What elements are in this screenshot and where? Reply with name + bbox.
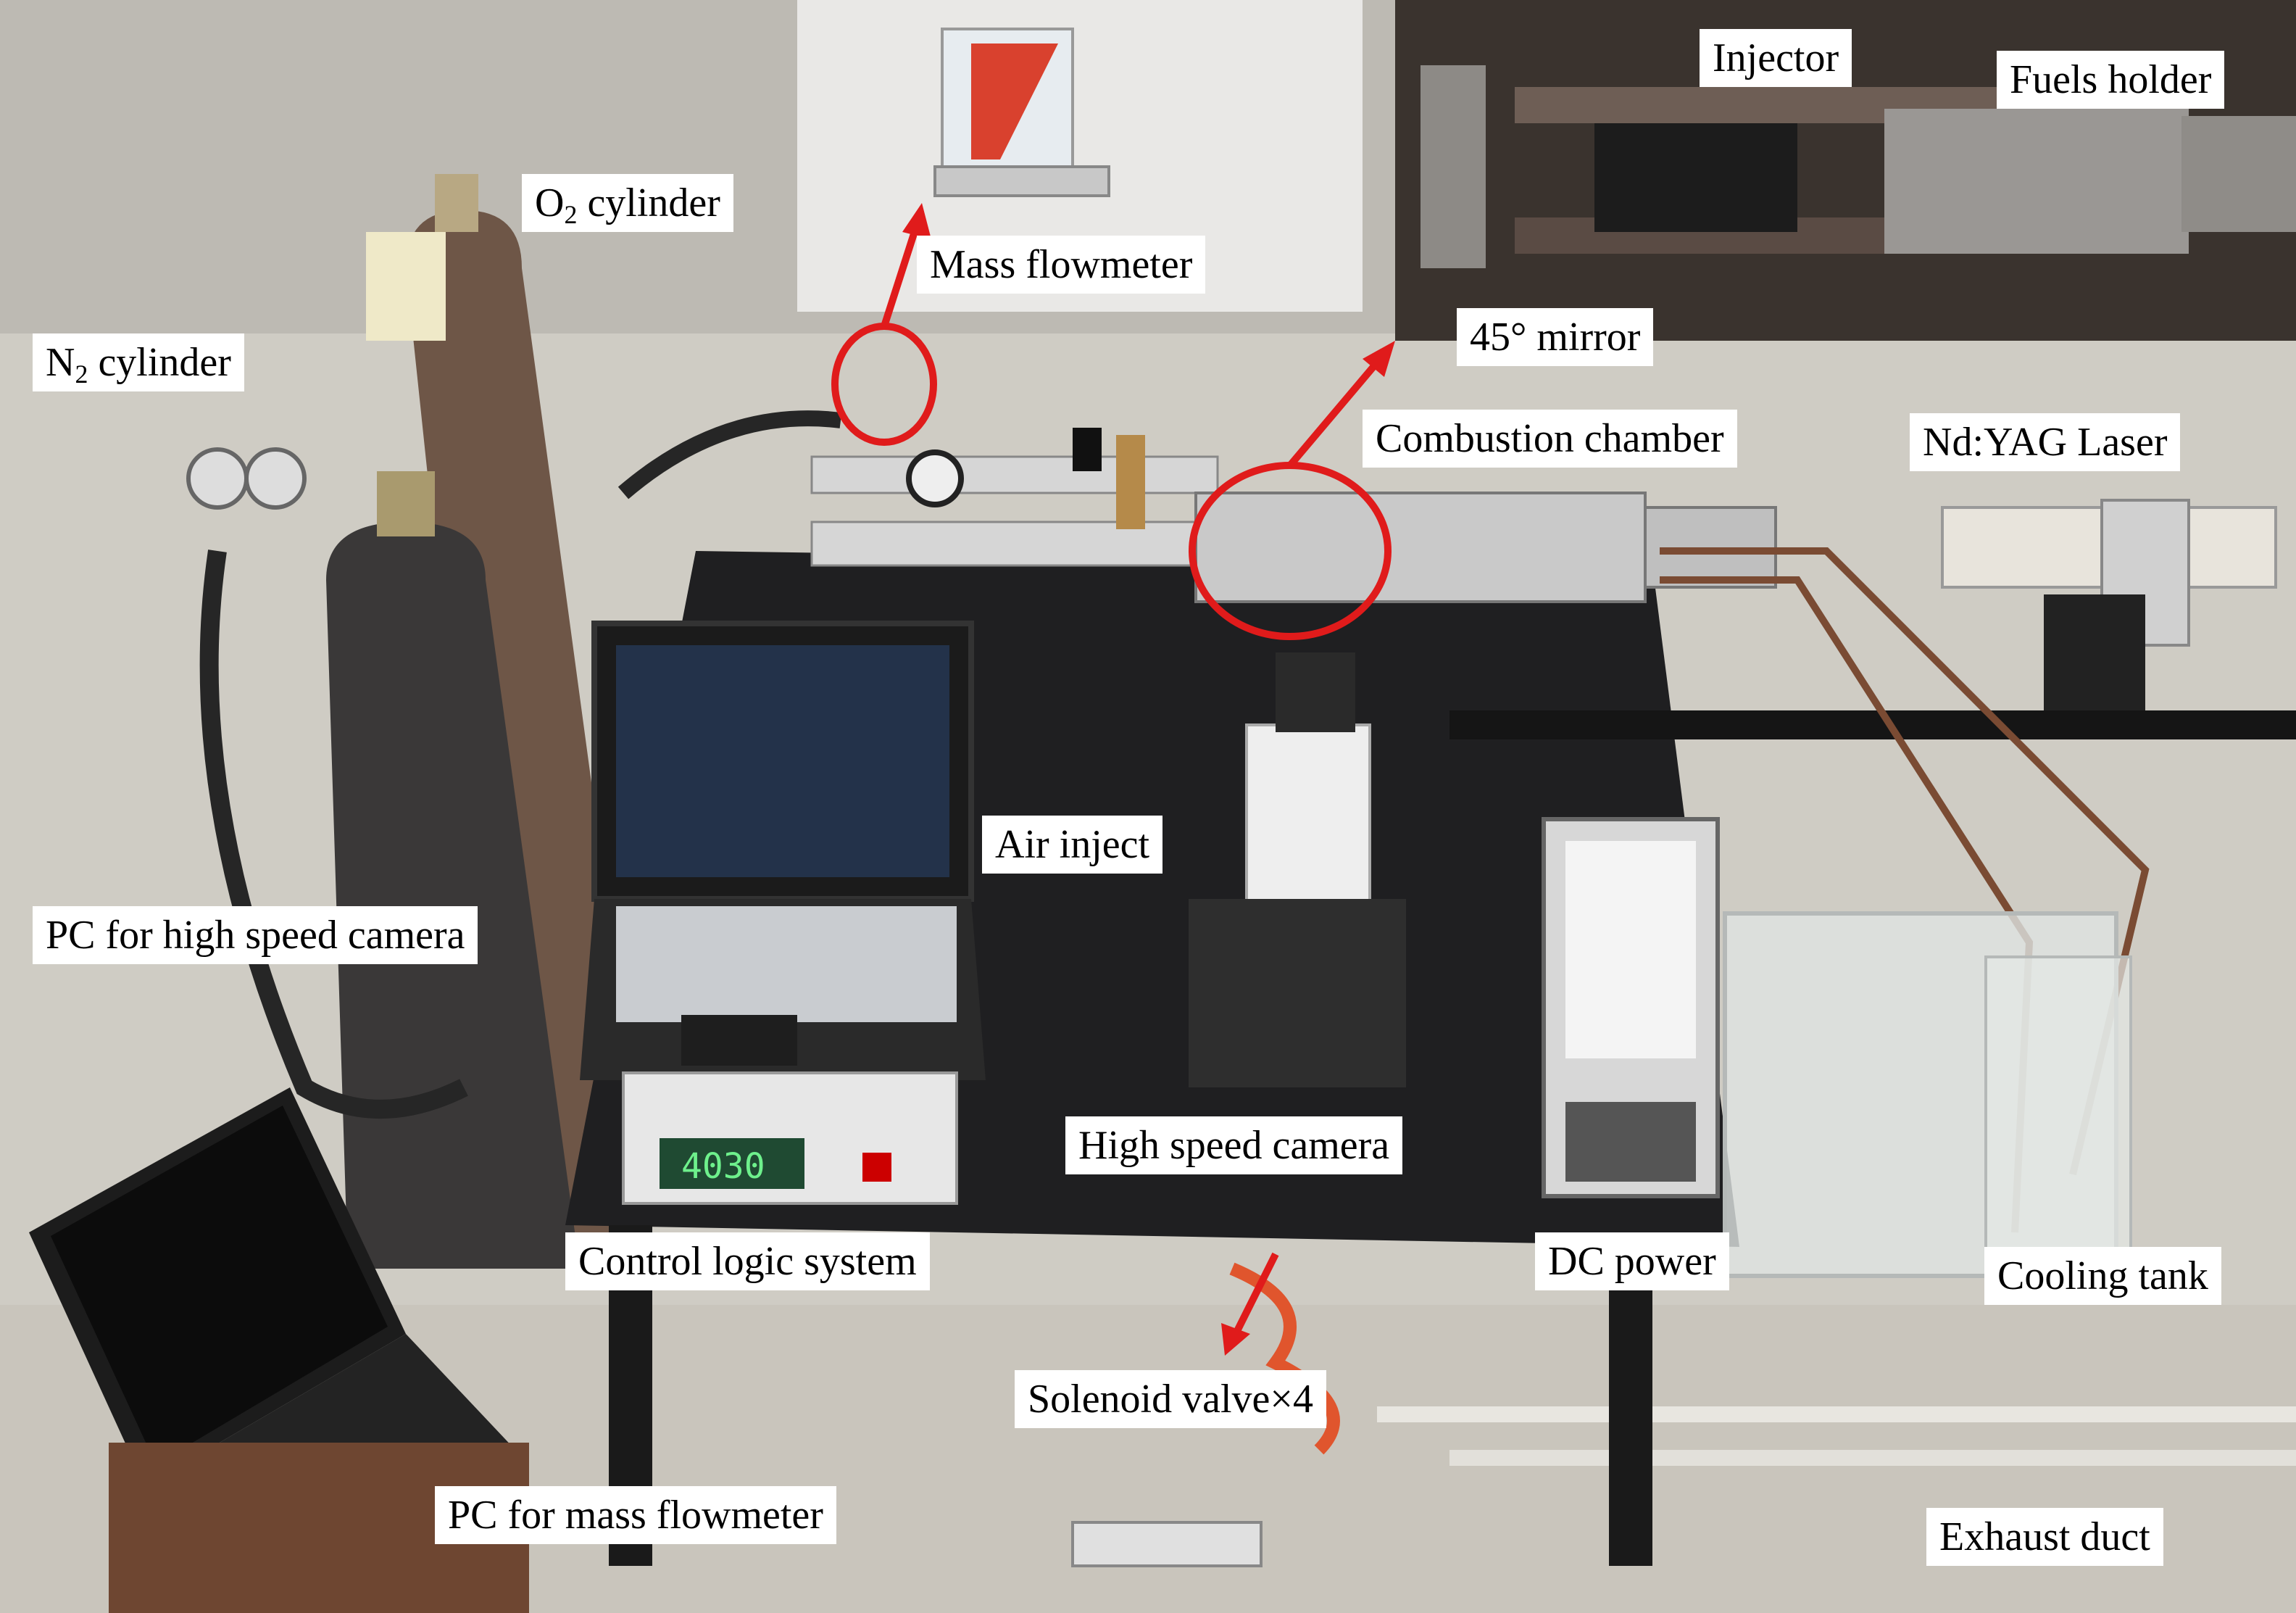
label-nd-yag-laser: Nd:YAG Laser	[1910, 413, 2181, 471]
label-n2-cylinder: N2 cylinder	[33, 333, 244, 391]
label-dc-power: DC power	[1535, 1232, 1729, 1290]
label-combustion-chamber: Combustion chamber	[1363, 410, 1737, 468]
control-readout: 4030	[681, 1146, 765, 1187]
label-exhaust-duct: Exhaust duct	[1926, 1508, 2163, 1566]
label-mass-flowmeter: Mass flowmeter	[917, 236, 1206, 294]
label-control-logic-system: Control logic system	[565, 1232, 930, 1290]
label-solenoid-valve: Solenoid valve×4	[1015, 1370, 1326, 1428]
combustion-chamber	[1194, 492, 1647, 603]
label-o2-cylinder: O2 cylinder	[522, 174, 733, 232]
label-injector: Injector	[1700, 29, 1852, 87]
label-high-speed-camera: High speed camera	[1065, 1116, 1403, 1174]
label-cooling-tank: Cooling tank	[1984, 1247, 2221, 1305]
solenoid-arrow	[1232, 1252, 1279, 1336]
label-45-mirror: 45° mirror	[1457, 308, 1654, 366]
label-pc-mass-flowmeter: PC for mass flowmeter	[435, 1486, 836, 1544]
label-air-inject: Air inject	[982, 816, 1163, 874]
label-pc-high-speed-camera: PC for high speed camera	[33, 906, 478, 964]
n2-cylinder	[326, 522, 580, 1269]
label-fuels-holder: Fuels holder	[1997, 51, 2225, 109]
